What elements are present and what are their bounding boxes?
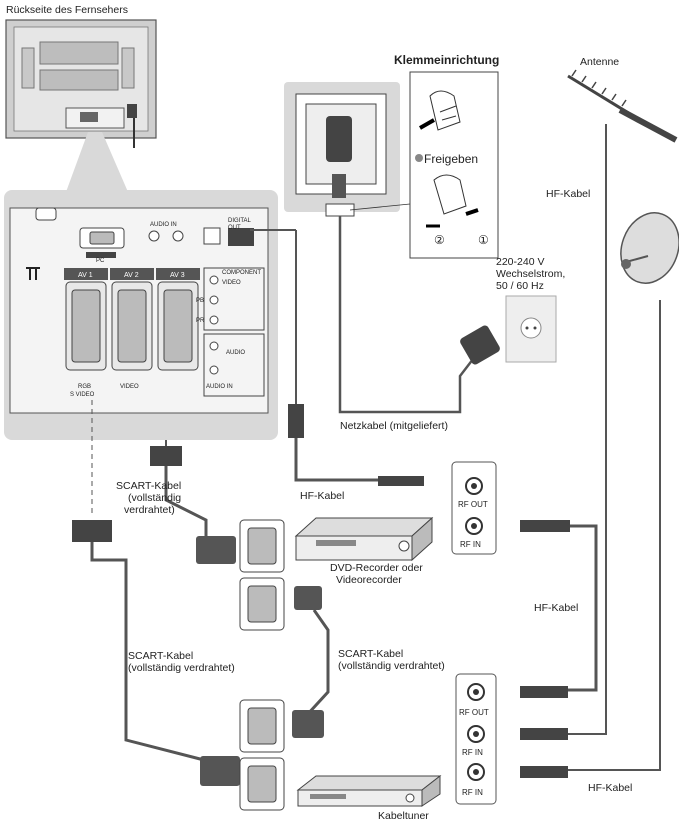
label-scart-mid-1: SCART-Kabel: [338, 648, 404, 660]
label-mains-2: Wechselstrom,: [496, 268, 566, 280]
label-tv-back: Rückseite des Fernsehers: [6, 4, 128, 16]
scart-plug-dvd: [196, 536, 236, 564]
label-video-small: VIDEO: [120, 384, 139, 390]
label-av2: AV 2: [124, 272, 139, 279]
hf-plug-tuner-out: [520, 686, 568, 698]
label-av3: AV 3: [170, 272, 185, 279]
label-antenna: Antenne: [580, 56, 620, 68]
label-pc: PC: [96, 258, 105, 264]
label-av1: AV 1: [78, 272, 93, 279]
label-s-video: S VIDEO: [70, 392, 95, 398]
tv-back-illustration: [5, 19, 157, 148]
label-pb: PB: [196, 298, 205, 304]
label-scart-left-1: SCART-Kabel: [128, 650, 194, 662]
label-scart-left-2: (vollständig verdrahtet): [128, 662, 235, 674]
label-scart-complete-1b: (vollständig: [128, 492, 182, 504]
label-dvd-1: DVD-Recorder oder: [330, 562, 423, 574]
antenna-illustration: [567, 69, 678, 720]
label-scart-mid-2: (vollständig verdrahtet): [338, 660, 445, 672]
tuner-rf-terminals: [455, 673, 497, 805]
tuner-scart-sockets: [239, 699, 285, 811]
label-step1: ①: [478, 233, 489, 247]
label-step2: ②: [434, 233, 445, 247]
hf-plug-dvd-out: [378, 476, 424, 486]
label-scart-complete-1a: SCART-Kabel: [116, 480, 182, 492]
tv-terminal-panel: [4, 190, 278, 440]
clamp-illustration: [349, 71, 499, 259]
label-release: Freigeben: [424, 152, 479, 166]
scart-plug-dvd-lower: [294, 586, 322, 610]
dvd-scart-sockets: [239, 519, 285, 631]
label-rf-in-1: RF IN: [460, 540, 481, 549]
hf-plug-dvd-in: [520, 520, 570, 532]
cable-tuner-illustration: [296, 774, 442, 807]
scart-plug-av3: [150, 446, 182, 466]
label-mains-3: 50 / 60 Hz: [496, 280, 544, 292]
dvd-rf-terminals: [451, 461, 497, 555]
zoom-funnel: [66, 132, 128, 192]
label-hf-kabel-top: HF-Kabel: [546, 188, 591, 200]
label-audio-in: AUDIO IN: [150, 222, 177, 228]
label-rf-in-2: RF IN: [462, 748, 483, 757]
scart-plug-av1: [72, 520, 112, 542]
label-hf-kabel-mid: HF-Kabel: [534, 602, 579, 614]
scart-plug-tuner: [200, 756, 240, 786]
label-clamp-title: Klemmeinrichtung: [394, 53, 500, 67]
label-cable-tuner: Kabeltuner: [378, 810, 429, 822]
power-socket-zoom: [284, 82, 400, 217]
label-hf-kabel-left: HF-Kabel: [300, 490, 345, 502]
label-rgb: RGB: [78, 384, 92, 390]
hf-plug-tuner-in: [520, 728, 568, 740]
satellite-dish-illustration: [566, 212, 679, 771]
hf-plug-tv: [288, 404, 304, 438]
label-audio: AUDIO: [226, 350, 246, 356]
dvd-recorder-illustration: [294, 516, 434, 562]
scart-plug-tuner-upper: [292, 710, 324, 738]
label-audio-in-box: AUDIO IN: [206, 384, 233, 390]
label-pr: PR: [196, 318, 205, 324]
label-scart-complete-1c: verdrahtet): [124, 504, 175, 516]
label-rf-out-2: RF OUT: [459, 708, 489, 717]
label-mains-1: 220-240 V: [496, 256, 545, 268]
label-rf-in-3: RF IN: [462, 788, 483, 797]
label-dvd-2: Videorecorder: [336, 574, 402, 586]
power-plug: [460, 295, 557, 365]
label-component: COMPONENT: [222, 270, 261, 276]
label-digital-out: DIGITAL OUT: [228, 218, 251, 231]
label-rf-out-1: RF OUT: [458, 500, 488, 509]
label-power-cable: Netzkabel (mitgeliefert): [340, 420, 448, 432]
label-video: VIDEO: [222, 280, 241, 286]
hf-plug-tuner-in2: [520, 766, 568, 778]
label-hf-kabel-bottom: HF-Kabel: [588, 782, 633, 794]
